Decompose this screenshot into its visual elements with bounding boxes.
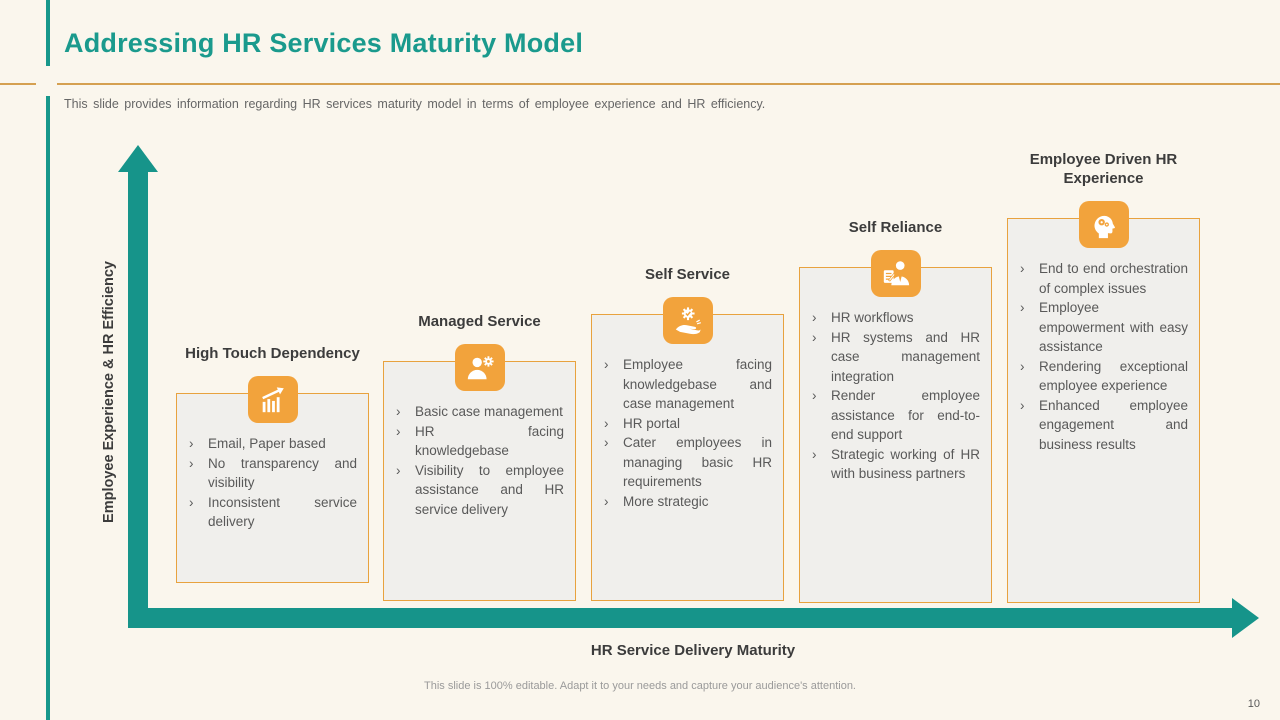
stage-title: Employee Driven HR Experience (1029, 151, 1178, 187)
chevron-bullet-icon: › (812, 310, 817, 325)
stage-managed-service: Managed Service ›Basic case management›H… (383, 312, 576, 601)
page-number: 10 (1247, 698, 1260, 710)
y-axis-label: Employee Experience & HR Efficiency (101, 261, 117, 523)
stage-box: ›End to end orchestration of complex iss… (1007, 218, 1200, 603)
footer-note: This slide is 100% editable. Adapt it to… (424, 680, 856, 692)
growth-chart-icon (247, 376, 298, 423)
chevron-bullet-icon: › (604, 357, 609, 372)
chevron-bullet-icon: › (604, 415, 609, 431)
stage-self-reliance: Self Reliance ›HR workflows›HR systems a… (799, 218, 992, 603)
bullet-item: ›Basic case management (395, 402, 564, 422)
chevron-bullet-icon: › (812, 329, 817, 345)
chevron-bullet-icon: › (189, 455, 194, 471)
head-gears-icon (1078, 201, 1129, 248)
stage-self-service: Self Service ›Employee facing knowledgeb… (591, 265, 784, 601)
stage-high-touch-dependency: High Touch Dependency ›Email, Paper base… (176, 344, 369, 583)
bullet-item: ›Cater employees in managing basic HR re… (604, 435, 772, 489)
bullet-item: ›Render employee assistance for end-to-e… (812, 388, 980, 442)
x-axis-arrow (128, 608, 1232, 628)
bullet-item: ›End to end orchestration of complex iss… (1020, 261, 1188, 296)
chevron-bullet-icon: › (396, 404, 401, 419)
bullet-item: ›HR portal (603, 414, 772, 434)
y-axis-arrowhead (118, 145, 158, 172)
stage-bullets: ›Email, Paper based›No transparency and … (188, 434, 357, 532)
bullet-item: ›No transparency and visibility (189, 455, 357, 491)
gold-rule-right (57, 83, 1280, 85)
chevron-bullet-icon: › (396, 462, 401, 478)
stage-employee-driven-hr-experience: Employee Driven HR Experience ›End to en… (1007, 150, 1200, 603)
chevron-bullet-icon: › (604, 435, 609, 450)
page-title: Addressing HR Services Maturity Model (64, 28, 584, 58)
chevron-bullet-icon: › (189, 494, 194, 510)
chevron-bullet-icon: › (604, 493, 609, 509)
bullet-item: ›HR facing knowledgebase (396, 423, 564, 459)
chevron-bullet-icon: › (812, 446, 817, 462)
bullet-item: ›Employee empowerment with easy assistan… (1020, 300, 1188, 354)
bullet-item: ›Inconsistent service delivery (189, 494, 357, 530)
stage-title: Managed Service (418, 313, 541, 330)
bullet-item: ›Strategic working of HR with business p… (812, 446, 980, 482)
chevron-bullet-icon: › (1020, 261, 1025, 276)
bullet-item: ›Rendering exceptional employee experien… (1020, 358, 1188, 394)
bullet-item: ›More strategic (603, 492, 772, 512)
stage-box: ›Email, Paper based›No transparency and … (176, 393, 369, 583)
chevron-bullet-icon: › (1020, 358, 1025, 374)
bullet-item: ›Visibility to employee assistance and H… (396, 462, 564, 517)
stage-bullets: ›HR workflows›HR systems and HR case man… (811, 308, 980, 484)
stage-box: ›Employee facing knowledgebase and case … (591, 314, 784, 601)
teal-accent-bar-top (46, 0, 50, 66)
chevron-bullet-icon: › (1020, 397, 1025, 413)
x-axis-label: HR Service Delivery Maturity (590, 642, 796, 659)
stage-box: ›Basic case management›HR facing knowled… (383, 361, 576, 601)
bullet-item: ›Email, Paper based (188, 434, 357, 454)
user-gear-icon (454, 344, 505, 391)
stage-bullets: ›Basic case management›HR facing knowled… (395, 402, 564, 519)
hand-gear-icon (662, 297, 713, 344)
y-axis-arrow (128, 170, 148, 628)
stage-box: ›HR workflows›HR systems and HR case man… (799, 267, 992, 603)
person-document-icon (870, 250, 921, 297)
chevron-bullet-icon: › (396, 423, 401, 439)
teal-accent-bar-bottom (46, 96, 50, 720)
stage-title: Self Reliance (848, 219, 943, 236)
bullet-item: ›Enhanced employee engagement and busine… (1020, 397, 1188, 452)
stage-bullets: ›Employee facing knowledgebase and case … (603, 355, 772, 511)
bullet-item: ›HR workflows (811, 308, 980, 328)
stage-title: High Touch Dependency (185, 345, 360, 362)
slide-subtitle: This slide provides information regardin… (64, 97, 766, 111)
chevron-bullet-icon: › (812, 388, 817, 403)
chevron-bullet-icon: › (189, 436, 194, 451)
stage-bullets: ›End to end orchestration of complex iss… (1019, 259, 1188, 454)
stage-title: Self Service (644, 266, 731, 283)
bullet-item: ›Employee facing knowledgebase and case … (604, 357, 772, 411)
bullet-item: ›HR systems and HR case management integ… (812, 329, 980, 384)
gold-rule-left (0, 83, 36, 85)
chevron-bullet-icon: › (1020, 300, 1025, 315)
x-axis-arrowhead (1232, 598, 1259, 638)
